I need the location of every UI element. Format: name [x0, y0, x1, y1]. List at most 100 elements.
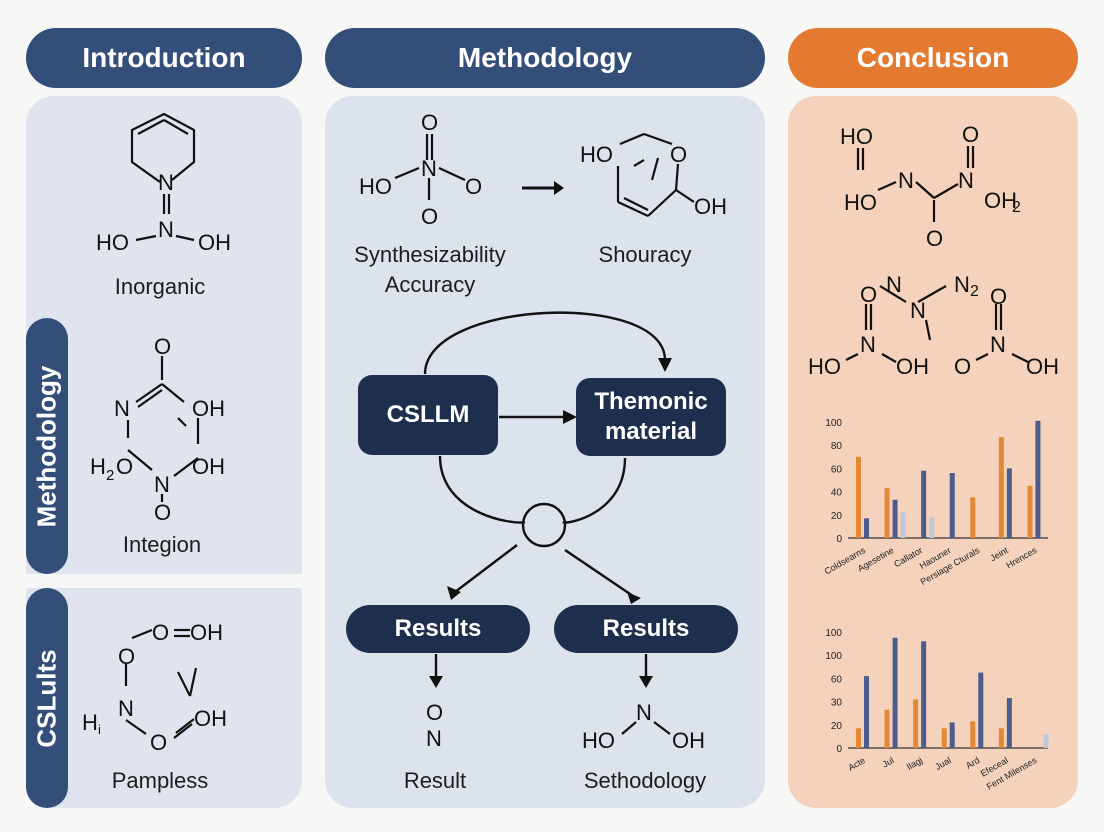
results-box-right: Results [554, 605, 738, 653]
svg-text:2: 2 [1012, 199, 1021, 216]
bar [864, 676, 869, 748]
x-tick-label: Jul [881, 755, 896, 769]
svg-text:N: N [118, 696, 134, 721]
left-panel [26, 96, 302, 808]
bar [941, 728, 947, 748]
results-arrows [429, 654, 653, 688]
bar [1043, 734, 1049, 748]
caption-inorganic: Inorganic [114, 274, 206, 299]
material-box-line2: material [604, 418, 698, 445]
y-tick-label: 30 [831, 698, 843, 709]
x-tick-label: Jual [933, 755, 952, 772]
arrow-synthesis [522, 181, 564, 195]
bar [970, 721, 976, 748]
bar [856, 728, 861, 748]
svg-text:N: N [886, 272, 902, 297]
bar [864, 518, 869, 538]
y-tick-label: 100 [825, 651, 842, 662]
x-tick-label: Ard [964, 755, 981, 771]
svg-text:2: 2 [970, 283, 979, 300]
x-tick-label: Acte [846, 755, 867, 773]
molecule-inorganic: N N HO OH [96, 112, 231, 255]
x-tick-label: Ilagj [905, 755, 924, 772]
caption-integion: Integion [122, 532, 202, 557]
svg-text:OH: OH [694, 194, 727, 219]
svg-text:N: N [158, 170, 174, 195]
svg-text:OH: OH [896, 354, 929, 379]
header-methodology: Methodology [325, 28, 765, 88]
svg-text:N: N [636, 700, 652, 725]
caption-synth-line2: Accuracy [384, 272, 476, 297]
svg-text:HO: HO [582, 728, 615, 753]
bar [970, 497, 976, 538]
bar [856, 456, 861, 538]
svg-text:O: O [152, 620, 169, 645]
svg-text:O: O [962, 122, 979, 147]
bar [884, 488, 890, 538]
y-tick-label: 60 [831, 464, 843, 475]
x-tick-label: Hrences [1004, 545, 1038, 571]
molecule-result: O N [426, 700, 443, 751]
bar [1006, 698, 1012, 748]
svg-text:OH: OH [198, 230, 231, 255]
bar [949, 722, 955, 748]
y-tick-label: 80 [831, 441, 843, 452]
svg-text:HO: HO [580, 142, 613, 167]
y-tick-label: 60 [831, 674, 843, 685]
svg-text:i: i [98, 722, 101, 737]
svg-text:N: N [860, 332, 876, 357]
svg-text:N: N [154, 472, 170, 497]
left-panel-gap [26, 574, 302, 588]
molecule-pampless: O OH O N H i O OH [82, 620, 227, 755]
svg-text:H: H [90, 454, 106, 479]
svg-text:O: O [154, 334, 171, 359]
bar [929, 517, 935, 538]
bar [892, 499, 898, 538]
svg-text:HO: HO [808, 354, 841, 379]
bar-chart-1: 020406080100ColdsearnsAgesetineCallatorH… [823, 418, 1048, 587]
svg-text:O: O [954, 354, 971, 379]
molecule-ring: HO O OH [580, 132, 727, 219]
svg-text:N: N [990, 332, 1006, 357]
y-tick-label: 100 [825, 418, 842, 429]
svg-text:OH: OH [192, 454, 225, 479]
svg-text:O: O [860, 282, 877, 307]
svg-text:OH: OH [1026, 354, 1059, 379]
bar [998, 728, 1004, 748]
flow-connectors [423, 311, 672, 604]
molecule-nitric: O N HO O O [359, 110, 482, 229]
svg-text:N: N [958, 168, 974, 193]
svg-text:N: N [910, 298, 926, 323]
svg-text:O: O [421, 204, 438, 229]
bar [949, 473, 955, 538]
caption-synthesizability: Synthesizability Accuracy [335, 240, 525, 300]
svg-text:O: O [118, 644, 135, 669]
svg-text:OH: OH [194, 706, 227, 731]
caption-pampless: Pampless [111, 768, 209, 793]
svg-text:OH: OH [672, 728, 705, 753]
svg-text:N: N [114, 396, 130, 421]
y-tick-label: 20 [831, 511, 843, 522]
molecule-conclusion-2: O N N N 2 O N HO OH O N OH [808, 272, 1059, 379]
caption-sethodology: Sethodology [583, 768, 707, 793]
svg-text:O: O [116, 454, 133, 479]
side-label-methodology: Methodology [26, 318, 68, 574]
svg-text:N: N [158, 217, 174, 242]
material-box-line1: Themonic [594, 388, 708, 415]
svg-text:O: O [465, 174, 482, 199]
caption-shouracy: Shouracy [598, 242, 692, 267]
bar [1027, 485, 1033, 538]
caption-synth-line1: Synthesizability [354, 242, 506, 267]
results-box-left: Results [346, 605, 530, 653]
csllm-box: CSLLM [358, 375, 498, 455]
header-introduction: Introduction [26, 28, 302, 88]
svg-text:OH: OH [984, 188, 1017, 213]
y-tick-label: 20 [831, 721, 843, 732]
thermonic-material-box: Themonic material [576, 378, 726, 456]
molecule-integion: O N OH H 2 O OH N O [90, 334, 225, 525]
svg-text:N: N [898, 168, 914, 193]
y-tick-label: 0 [836, 744, 842, 755]
svg-text:N: N [421, 156, 437, 181]
header-conclusion: Conclusion [788, 28, 1078, 88]
y-tick-label: 0 [836, 534, 842, 545]
